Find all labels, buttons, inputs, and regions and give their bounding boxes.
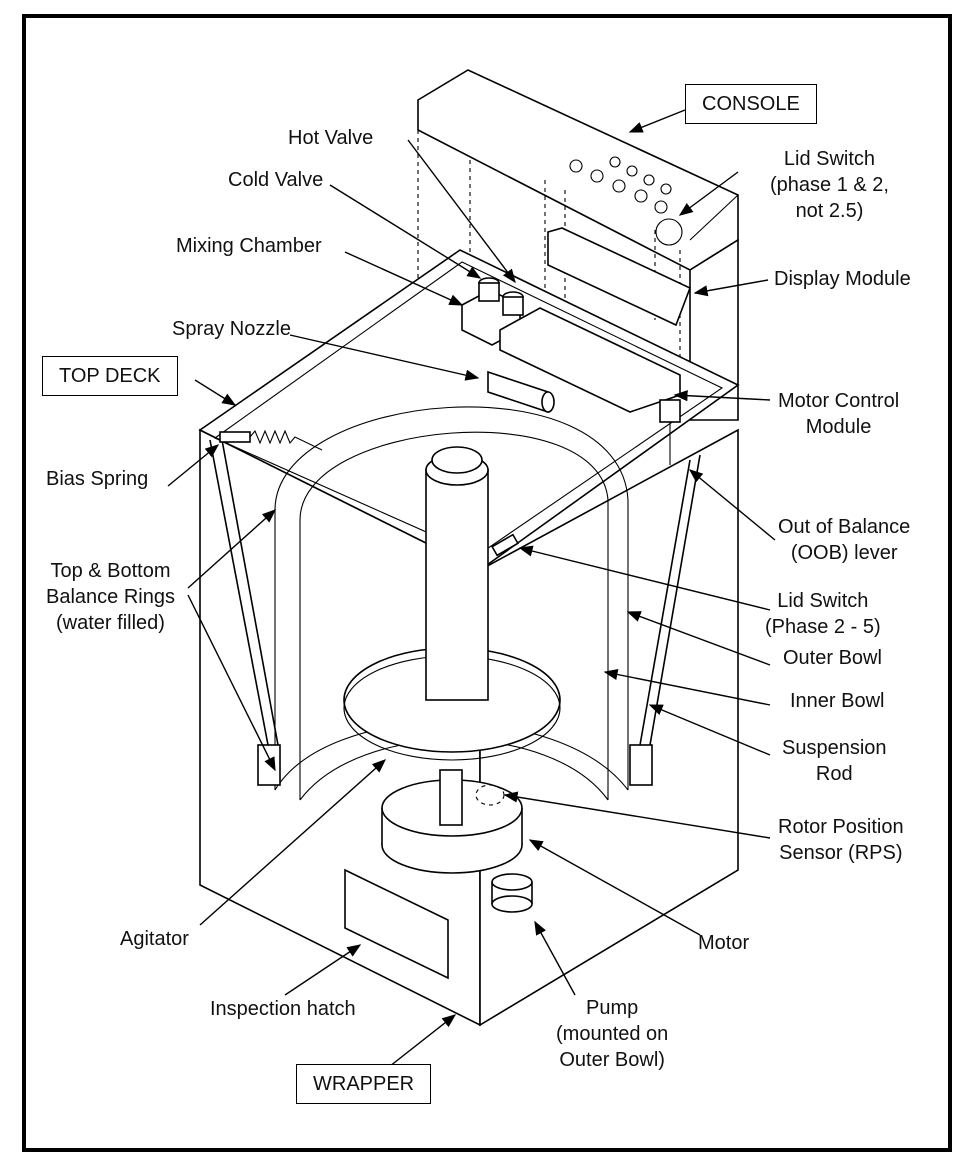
label-rotor-position-sensor: Rotor Position Sensor (RPS): [778, 816, 904, 864]
motor: [381, 769, 523, 874]
leader-arrows: [167, 109, 776, 1071]
label-bias-spring: Bias Spring: [46, 468, 149, 490]
label-mixing-chamber: Mixing Chamber: [176, 235, 322, 257]
label-inner-bowl: Inner Bowl: [790, 690, 885, 712]
spray-nozzle: [487, 370, 555, 414]
label-lid-switch-bottom: Lid Switch (Phase 2 - 5): [765, 590, 881, 638]
label-agitator: Agitator: [120, 928, 189, 950]
label-lid-switch-top: Lid Switch (phase 1 & 2, not 2.5): [770, 148, 889, 222]
bias-spring: [219, 429, 323, 451]
agitator: [343, 446, 561, 761]
wrapper-cabinet: [199, 428, 739, 1027]
label-suspension-rod: Suspension Rod: [782, 737, 887, 785]
label-console: CONSOLE: [685, 84, 817, 124]
pump: [491, 873, 533, 913]
label-inspection-hatch: Inspection hatch: [210, 998, 356, 1020]
inspection-hatch: [344, 868, 449, 980]
label-motor-control-module: Motor Control Module: [778, 390, 900, 438]
label-top-deck: TOP DECK: [42, 356, 178, 396]
label-hot-valve: Hot Valve: [288, 127, 374, 149]
label-pump: Pump (mounted on Outer Bowl): [556, 997, 669, 1071]
display-module: [547, 227, 692, 327]
label-wrapper: WRAPPER: [296, 1064, 432, 1104]
label-outer-bowl: Outer Bowl: [783, 647, 882, 669]
label-motor: Motor: [698, 932, 750, 954]
label-display-module: Display Module: [774, 268, 911, 290]
top-deck: [198, 249, 740, 585]
label-cold-valve: Cold Valve: [228, 169, 324, 191]
label-spray-nozzle: Spray Nozzle: [172, 318, 291, 340]
label-balance-rings: Top & Bottom Balance Rings (water filled…: [46, 560, 175, 634]
oob-lever: [659, 399, 681, 465]
label-out-of-balance: Out of Balance (OOB) lever: [778, 516, 911, 564]
lid-switch-lower: [491, 533, 519, 557]
